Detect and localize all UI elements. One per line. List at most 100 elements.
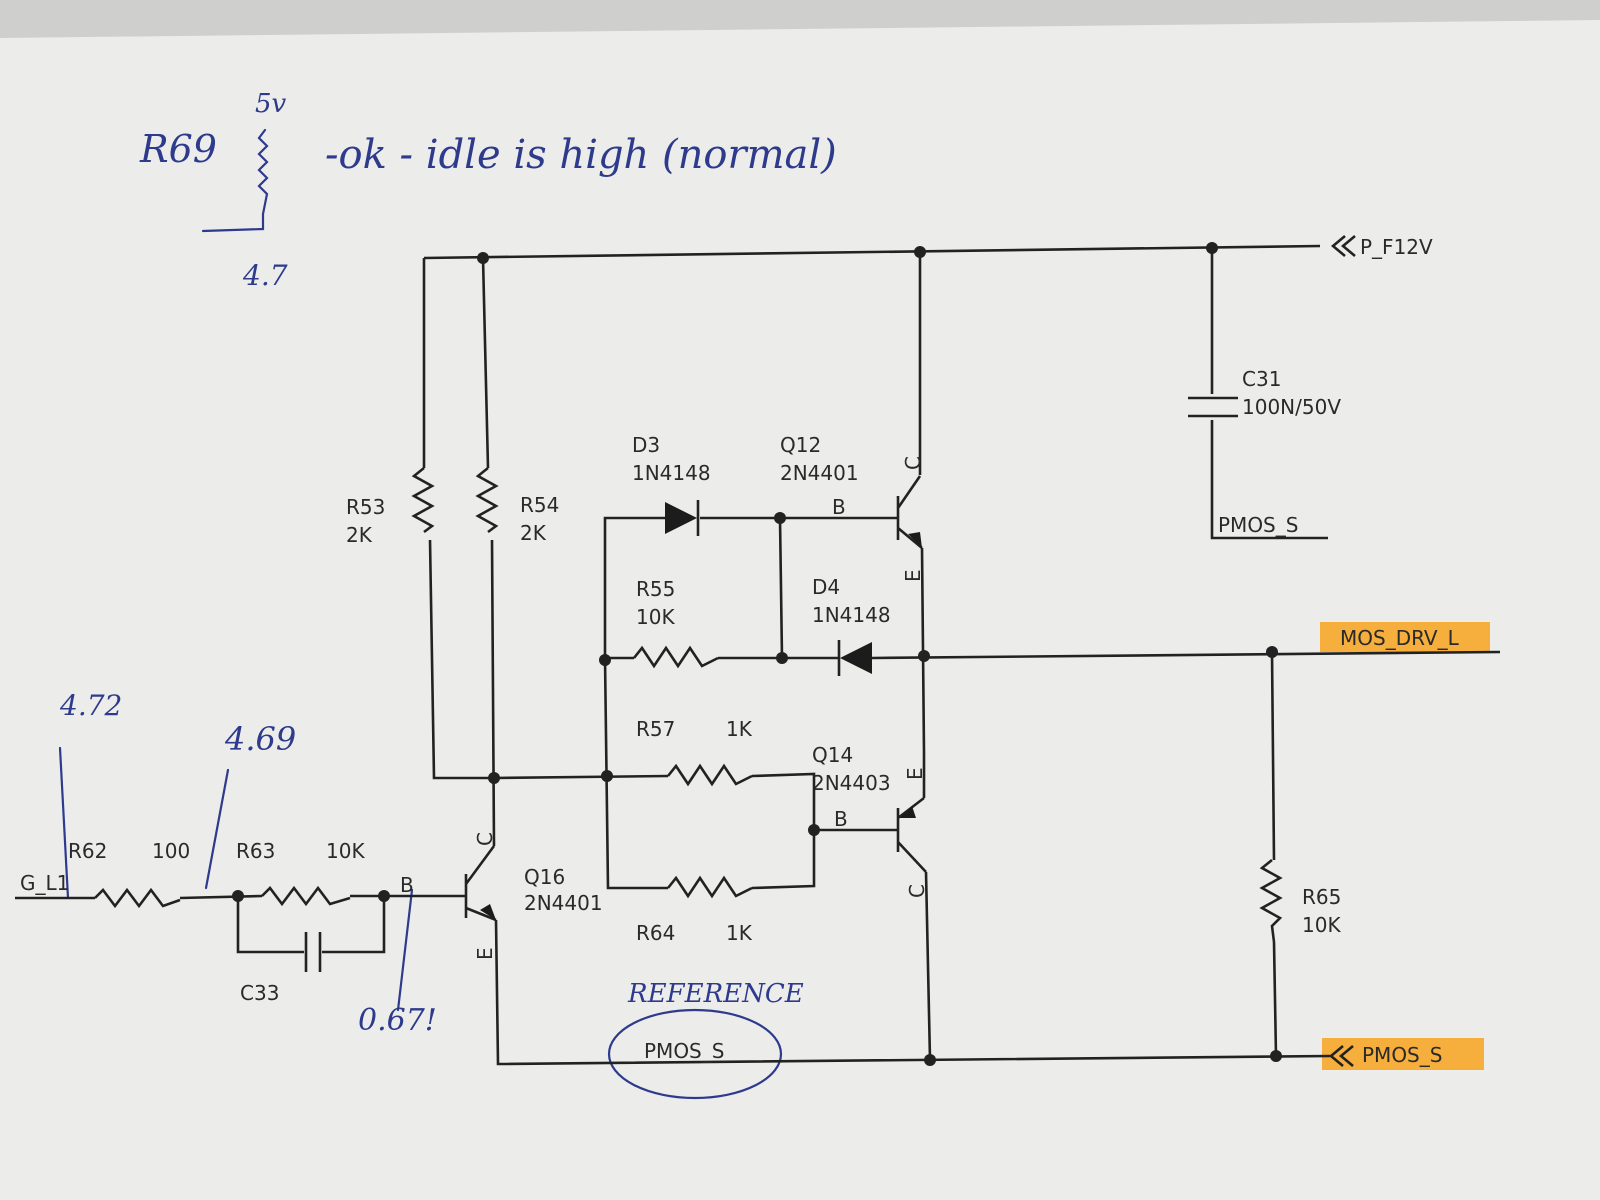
q12-value: 2N4401 [780, 461, 859, 485]
highlight-pmos-s [1322, 1038, 1484, 1070]
q12-arrow [908, 532, 922, 548]
net-pmos-s-mid: PMOS_S [644, 1039, 724, 1063]
wire-r64-right [751, 828, 898, 890]
r55-ref: R55 [636, 577, 675, 601]
q12-pin-e: E [901, 569, 925, 582]
c31-symbol [1188, 396, 1238, 418]
c31-ref: C31 [1242, 367, 1281, 391]
r55-value: 10K [636, 605, 675, 629]
q14-ref: Q14 [812, 743, 853, 767]
r54-ref: R54 [520, 493, 559, 517]
junction [1266, 646, 1278, 658]
junction [808, 824, 820, 836]
c33-symbol [304, 932, 322, 972]
q14-pin-e: E [903, 767, 927, 780]
wire-r57-right [751, 772, 816, 830]
r64-ref: R64 [636, 921, 675, 945]
r53-symbol [411, 466, 435, 534]
r63-value: 10K [326, 839, 365, 863]
q16-arrow [480, 904, 496, 920]
hw-r69: R69 [139, 127, 217, 171]
wire-q12-emitter [920, 547, 926, 753]
junction [918, 650, 930, 662]
net-p-f12v: P_F12V [1360, 235, 1433, 259]
d3-symbol [665, 502, 697, 534]
q14-pin-c: C [905, 884, 929, 898]
highlight-mos-drv-l [1320, 622, 1490, 652]
net-pmos-s-top: PMOS_S [1218, 513, 1298, 537]
q12-pin-c: C [901, 456, 925, 470]
r65-ref: R65 [1302, 885, 1341, 909]
q14-arrow [900, 806, 916, 818]
d4-symbol [840, 642, 872, 674]
r63-symbol [261, 885, 351, 907]
c33-ref: C33 [240, 981, 279, 1005]
paper-sheet [0, 20, 1600, 1200]
wire-r54-bottom [490, 539, 496, 847]
junction [599, 654, 611, 666]
printed-labels: P_F12V C31 100N/50V PMOS_S D3 1N4148 Q12… [20, 235, 1460, 1067]
wire-r65-lower [1272, 941, 1278, 1057]
hw-reference: REFERENCE [627, 979, 804, 1009]
wire-q14-collector [924, 871, 932, 1061]
capacitor-symbols [304, 396, 1238, 972]
hw-4-7: 4.7 [242, 259, 288, 292]
q14-value: 2N4403 [812, 771, 891, 795]
q16-pin-e: E [473, 947, 497, 960]
hw-reference-circle [607, 1008, 783, 1100]
r62-ref: R62 [68, 839, 107, 863]
r62-symbol [94, 887, 181, 909]
junction [1270, 1050, 1282, 1062]
q16-value: 2N4401 [524, 891, 603, 915]
r57-value: 1K [726, 717, 753, 741]
hw-arrow-4-69 [204, 768, 230, 890]
r53-value: 2K [346, 523, 373, 547]
junctions [232, 242, 1282, 1066]
r57-ref: R57 [636, 717, 675, 741]
wire-c31-lower [1210, 420, 1328, 540]
wire-mid-node [493, 774, 669, 780]
d3-ref: D3 [632, 433, 660, 457]
junction [601, 770, 613, 782]
d4-ref: D4 [812, 575, 840, 599]
wire-left-vertical [603, 657, 668, 890]
hw-note: -ok - idle is high (normal) [325, 132, 837, 178]
wire-top-rail [423, 244, 1321, 260]
wire-bottom-rail [494, 919, 1331, 1066]
wire-r53-bottom [428, 539, 496, 780]
wire-r65 [1270, 651, 1276, 861]
r57-symbol [666, 763, 753, 787]
q16-symbol [464, 845, 497, 922]
junction [774, 512, 786, 524]
d4-value: 1N4148 [812, 603, 891, 627]
r54-value: 2K [520, 521, 547, 545]
net-pmos-s-right: PMOS_S [1362, 1043, 1442, 1067]
resistor-symbols [94, 466, 1283, 943]
wires [15, 244, 1501, 1066]
port-arrows [1328, 235, 1356, 1067]
hw-arrow-4-72 [58, 746, 70, 900]
q16-pin-c: C [473, 832, 497, 846]
c31-value: 100N/50V [1242, 395, 1341, 419]
hw-resistor-sketch [201, 128, 269, 233]
hw-4-72: 4.72 [59, 689, 122, 722]
port-arrow-p-f12v [1330, 235, 1356, 257]
hw-0-67: 0.67! [358, 1003, 437, 1038]
r63-ref: R63 [236, 839, 275, 863]
q16-ref: Q16 [524, 865, 565, 889]
q14-pin-b: B [834, 807, 848, 831]
handwritten-notes: R69 5v 4.7 -ok - idle is high (normal) 4… [58, 89, 837, 1100]
wire-r54-top [481, 257, 490, 469]
r54-symbol [475, 466, 499, 534]
junction [1206, 242, 1218, 254]
junction [488, 772, 500, 784]
hw-arrow-0-67 [396, 888, 414, 1012]
junction [776, 652, 788, 664]
q12-symbol [896, 475, 923, 549]
junction [477, 252, 489, 264]
d3-value: 1N4148 [632, 461, 711, 485]
wire-d4-right [871, 650, 1501, 660]
q12-pin-b: B [832, 495, 846, 519]
diode-symbols [665, 500, 872, 676]
